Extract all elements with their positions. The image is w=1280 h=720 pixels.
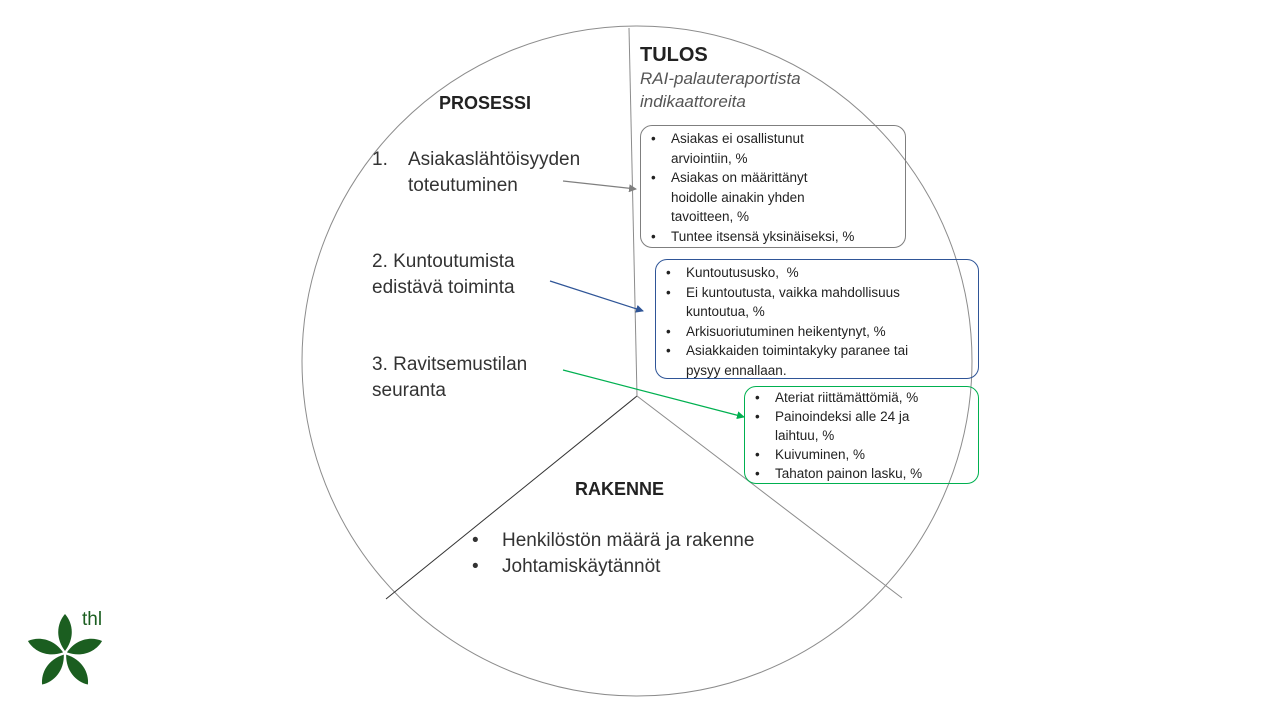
process-item-1-number: 1. xyxy=(372,149,388,170)
indicator-item: Kuntoutususko, % xyxy=(666,263,972,283)
indicator-item: Asiakkaiden toimintakyky paranee tai pys… xyxy=(666,341,972,380)
rakenne-item: Henkilöstön määrä ja rakenne xyxy=(472,528,754,554)
tulos-title: TULOS xyxy=(640,44,708,66)
thl-logo xyxy=(27,614,103,685)
tulos-subtitle-line2: indikaattoreita xyxy=(640,92,746,111)
process-item-1-line1: Asiakaslähtöisyyden xyxy=(408,149,581,170)
rakenne-item: Johtamiskäytännöt xyxy=(472,554,754,580)
process-item-3-line2: seuranta xyxy=(372,380,446,401)
indicator-box-green: Ateriat riittämättömiä, % Painoindeksi a… xyxy=(744,386,979,484)
indicator-item: Ateriat riittämättömiä, % xyxy=(755,388,972,407)
prosessi-title: PROSESSI xyxy=(439,93,532,113)
indicator-item: Asiakas on määrittänyt hoidolle ainakin … xyxy=(651,168,899,227)
indicator-item: Asiakas ei osallistunut arviointiin, % xyxy=(651,129,899,168)
thl-logo-text: thl xyxy=(82,609,103,630)
arrow-blue xyxy=(549,280,644,313)
rakenne-list: Henkilöstön määrä ja rakenne Johtamiskäy… xyxy=(472,528,754,580)
process-item-2-line2: edistävä toiminta xyxy=(372,277,515,298)
indicator-box-blue: Kuntoutususko, % Ei kuntoutusta, vaikka … xyxy=(655,259,979,379)
indicator-item: Kuivuminen, % xyxy=(755,445,972,464)
indicator-item: Painoindeksi alle 24 ja laihtuu, % xyxy=(755,407,972,445)
arrow-gray xyxy=(562,180,637,193)
indicator-box-gray: Asiakas ei osallistunut arviointiin, % A… xyxy=(640,125,906,248)
tulos-subtitle-line1: RAI-palauteraportista xyxy=(640,69,801,88)
divider-top xyxy=(628,27,638,397)
flower-icon xyxy=(27,614,103,685)
indicator-item: Tahaton painon lasku, % xyxy=(755,464,972,483)
indicator-item: Tuntee itsensä yksinäiseksi, % xyxy=(651,227,899,247)
indicator-item: Ei kuntoutusta, vaikka mahdollisuus kunt… xyxy=(666,283,972,322)
process-item-3-line1: 3. Ravitsemustilan xyxy=(372,354,528,375)
indicator-item: Arkisuoriutuminen heikentynyt, % xyxy=(666,322,972,342)
divider-left xyxy=(385,395,638,600)
process-item-2-line1: 2. Kuntoutumista xyxy=(372,251,515,272)
divider-right xyxy=(636,395,903,599)
process-item-1-line2: toteutuminen xyxy=(408,175,518,196)
rakenne-title: RAKENNE xyxy=(575,479,665,499)
arrow-green xyxy=(562,369,745,420)
outer-circle xyxy=(301,25,973,697)
